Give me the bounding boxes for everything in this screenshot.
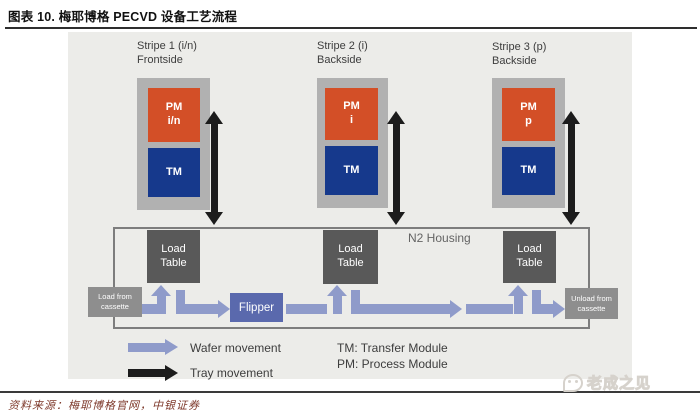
wafer-arrow-segment [351,304,450,314]
flipper-label: Flipper [238,301,275,314]
stripe3-label: Stripe 3 (p) Backside [492,40,546,69]
stripe2-title: Stripe 2 (i) [317,40,368,52]
watermark-text: 老成之见 [586,375,652,393]
arrow-up-icon [562,111,580,124]
tray-movement-legend-arrow-icon [128,365,178,381]
watermark: 老成之见 [563,372,651,393]
arrow-right-icon [165,365,178,381]
stripe1-pm-label: PM [165,101,183,114]
load-from-cassette-box: Load from cassette [88,287,142,317]
stripe2-label: Stripe 2 (i) Backside [317,39,368,68]
wafer-arrow-elbow [176,290,185,306]
source-note: 资料来源：梅耶博格官网，中银证券 [8,399,200,412]
wafer-movement-label: Wafer movement [190,341,281,355]
footer-rule [0,391,700,393]
load-table-line1: Load [517,243,542,256]
wafer-arrow-segment [176,304,219,314]
stripe3-tm-label: TM [520,164,537,177]
wafer-arrow-elbow [351,290,360,306]
arrow-shaft [392,124,400,212]
unload-cassette-line2: cassette [577,303,606,313]
stripe3-title: Stripe 3 (p) [492,41,547,53]
load-table-line1: Load [338,243,363,256]
wafer-arrow-segment [142,304,159,314]
wafer-arrow-segment [532,304,553,314]
stripe1-label: Stripe 1 (i/n) Frontside [137,39,197,68]
wafer-arrow-up-icon [327,285,347,296]
wafer-arrow-shaft [157,295,166,314]
wafer-arrow-right-icon [218,300,230,318]
n2-housing-label: N2 Housing [408,231,471,245]
stripe3-pm-box: PM p [502,88,555,141]
stripe1-tray-arrow-icon [205,111,223,225]
stripe2-subtitle: Backside [317,54,362,67]
stripe2-pm-label: PM [343,100,360,113]
wafer-arrow-shaft [333,295,342,314]
arrow-up-icon [205,111,223,124]
wafer-arrow-right-icon [450,300,462,318]
arrow-down-icon [387,212,405,225]
wafer-arrow-shaft [514,295,523,314]
stripe3-tm-box: TM [502,147,555,195]
stripe2-tray-arrow-icon [387,111,405,225]
load-table-2: Load Table [323,230,378,284]
load-table-line2: Table [337,257,364,269]
title-underline [5,27,697,29]
wafer-arrow-up-icon [508,285,528,296]
load-cassette-line2: cassette [101,302,129,311]
load-table-line2: Table [160,256,187,269]
stripe2-tm-label: TM [343,163,360,176]
stripe2-tm-box: TM [325,146,378,195]
stripe1-subtitle: Frontside [137,54,183,67]
wechat-icon [563,373,583,392]
arrow-shaft [210,124,218,212]
wafer-arrow-elbow [532,290,541,306]
arrow-shaft [567,124,575,212]
stripe3-pm-label: PM [520,100,537,113]
n2-housing-outline [113,227,590,329]
stripe1-pm-layer: i/n [167,115,181,127]
wafer-arrow-up-icon [151,285,171,296]
load-table-1: Load Table [147,230,200,283]
stripe2-pm-box: PM i [325,88,378,140]
unload-cassette-line1: Unload from [571,293,612,303]
load-table-3: Load Table [503,231,556,283]
wafer-arrow-segment [466,304,513,314]
stripe2-pm-layer: i [349,114,354,126]
pm-definition: PM: Process Module [337,357,448,371]
wafer-arrow-segment [286,304,327,314]
tray-movement-label: Tray movement [190,366,273,380]
wafer-arrow-right-icon [553,300,565,318]
stripe1-pm-box: PM i/n [148,88,200,142]
stripe3-subtitle: Backside [492,55,537,68]
arrow-shaft [128,369,165,377]
unload-from-cassette-box: Unload from cassette [565,288,618,319]
arrow-down-icon [205,212,223,225]
load-table-line1: Load [161,242,186,255]
stripe1-title: Stripe 1 (i/n) [137,40,197,52]
stripe1-tm-box: TM [148,148,200,197]
flipper-box: Flipper [230,293,283,322]
arrow-shaft [128,342,165,352]
tm-definition: TM: Transfer Module [337,341,448,355]
wafer-movement-legend-arrow-icon [128,339,178,355]
load-table-line2: Table [516,257,543,269]
stripe3-tray-arrow-icon [562,111,580,225]
stripe1-tm-label: TM [166,165,182,178]
stripe3-pm-layer: p [525,114,532,127]
arrow-down-icon [562,212,580,225]
arrow-up-icon [387,111,405,124]
figure-title: 图表 10. 梅耶博格 PECVD 设备工艺流程 [8,10,238,24]
arrow-right-icon [165,339,178,355]
load-cassette-line1: Load from [98,292,132,302]
